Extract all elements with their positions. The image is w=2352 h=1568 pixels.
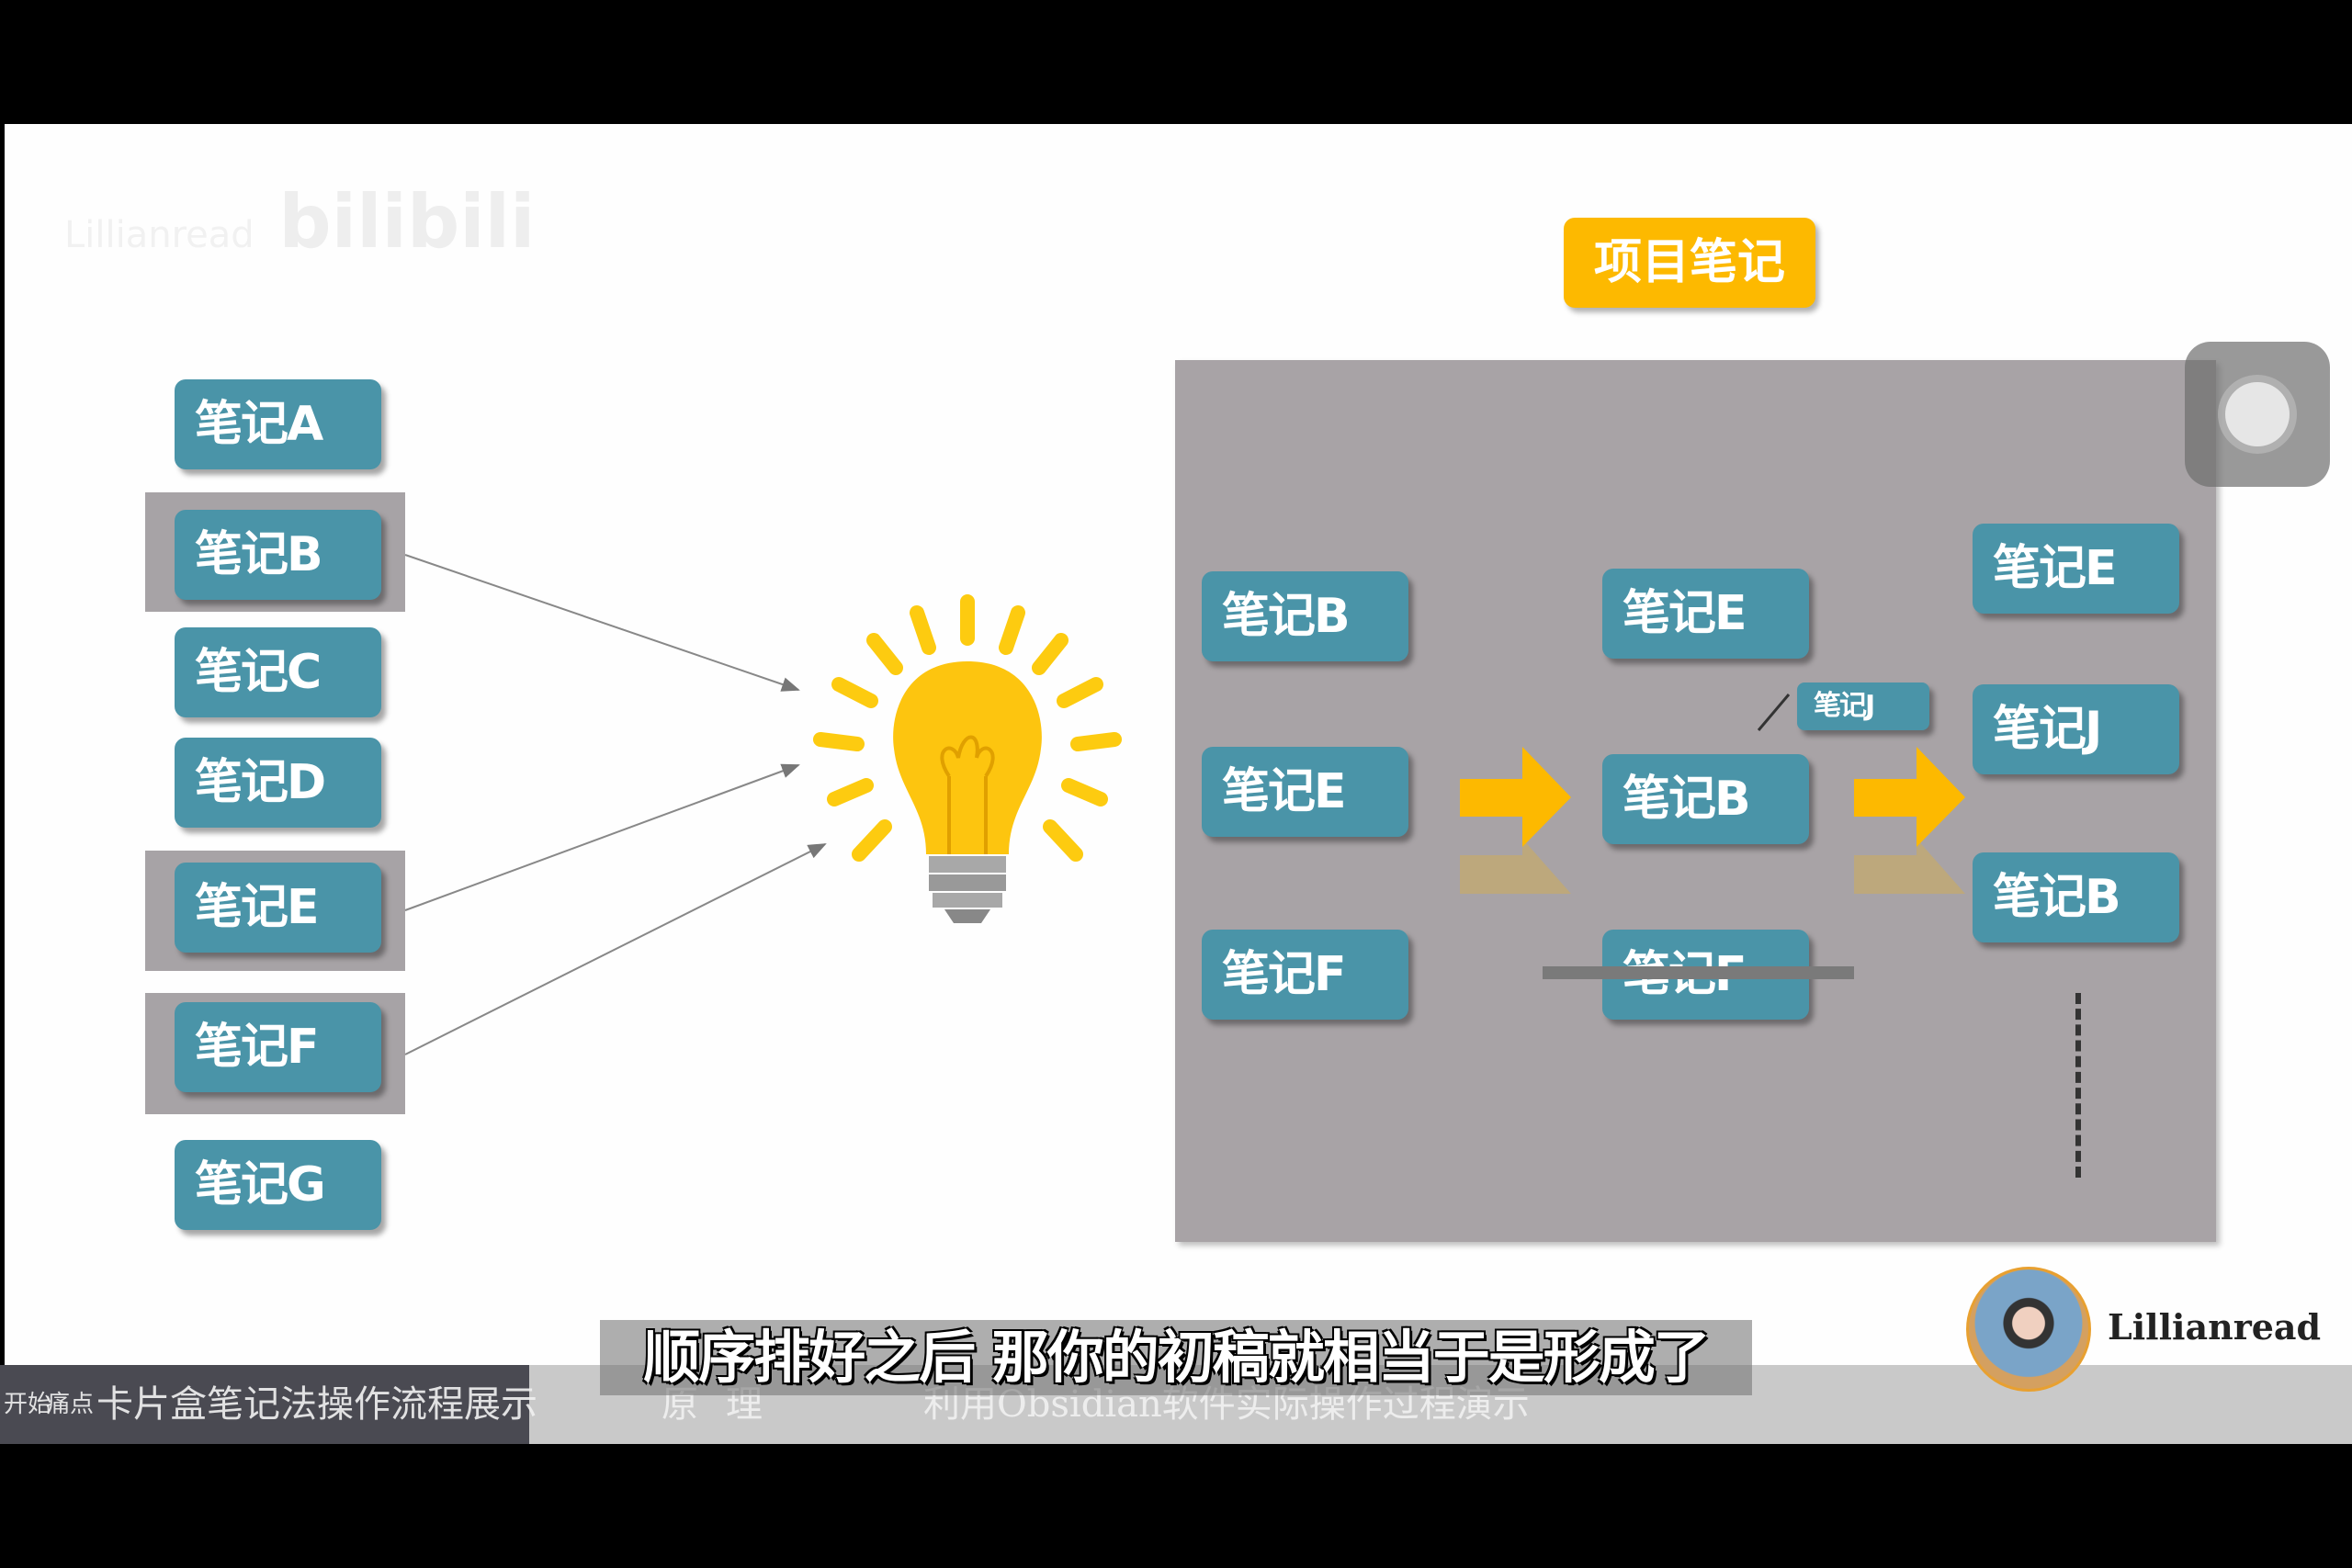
watermark: Lillianread bilibili — [64, 179, 535, 265]
note-f: 笔记F — [175, 1002, 381, 1092]
chapter-workflow-demo[interactable]: 卡片盒笔记法操作流程展示 — [96, 1383, 537, 1426]
author-name: Lillianread — [2108, 1306, 2322, 1348]
chapter-pain-points[interactable]: 痛点 — [46, 1391, 95, 1418]
note-d: 笔记D — [175, 738, 381, 828]
arrow-e-to-idea — [404, 763, 800, 911]
author-avatar — [1966, 1267, 2091, 1392]
strikethrough-line — [1543, 966, 1854, 979]
chapter-progress-bar[interactable]: 开始 痛点 卡片盒笔记法操作流程展示 原理 利用Obsidian软件实际操作过程… — [0, 1365, 2352, 1444]
draft-col1-note-1: 笔记B — [1202, 571, 1408, 661]
note-b: 笔记B — [175, 510, 381, 600]
project-notes-badge: 项目笔记 — [1564, 218, 1815, 308]
subtitle: 顺序排好之后 那你的初稿就相当于是形成了 — [600, 1320, 1752, 1395]
inserted-note-j: 笔记J — [1797, 682, 1929, 730]
bilibili-logo: bilibili — [278, 179, 536, 265]
assistive-touch-button[interactable] — [2185, 342, 2330, 487]
draft-col1-note-2: 笔记E — [1202, 747, 1408, 837]
draft-col1-note-3: 笔记F — [1202, 930, 1408, 1020]
circle-icon — [2225, 382, 2290, 446]
arrow-b-to-idea — [404, 554, 800, 692]
continuation-dashes — [2075, 993, 2081, 1178]
insert-mark — [1757, 694, 1791, 731]
draft-col2-note-2: 笔记B — [1602, 754, 1809, 844]
draft-col2-note-1: 笔记E — [1602, 569, 1809, 659]
chapter-start[interactable]: 开始 — [4, 1391, 52, 1418]
arrow-right-icon — [1854, 747, 1965, 894]
draft-col3-note-1: 笔记E — [1973, 524, 2179, 614]
draft-col3-note-3: 笔记B — [1973, 852, 2179, 942]
note-e: 笔记E — [175, 863, 381, 953]
note-g: 笔记G — [175, 1140, 381, 1230]
lightbulb-icon — [813, 594, 1122, 923]
watermark-channel: Lillianread — [64, 214, 254, 256]
note-c: 笔记C — [175, 627, 381, 717]
draft-col3-note-2: 笔记J — [1973, 684, 2179, 774]
arrow-right-icon — [1460, 747, 1571, 894]
arrow-f-to-idea — [404, 843, 827, 1055]
note-a: 笔记A — [175, 379, 381, 469]
